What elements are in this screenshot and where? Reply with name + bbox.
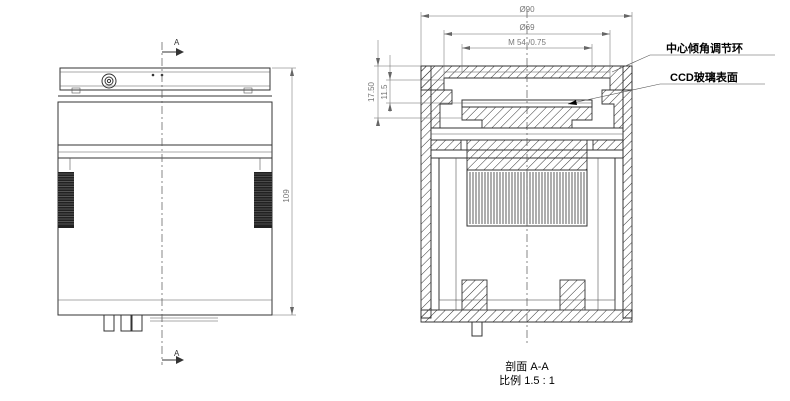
dim-11-5: 11.5 (380, 84, 389, 100)
callout-leader-1 (611, 54, 775, 73)
foot-right (559, 279, 586, 311)
section-caption: 剖面 A-A (505, 359, 549, 373)
section-mark-top: A (174, 38, 180, 47)
right-grip (254, 172, 272, 228)
section-connector (471, 321, 483, 337)
screw-dot (151, 73, 155, 77)
section-mark-bottom: A (174, 349, 180, 358)
dim-vertical-lines (374, 40, 462, 126)
dim-outer-diameter: Ø90 (519, 5, 535, 14)
scale-caption: 比例 1.5 : 1 (499, 373, 555, 387)
bottom-plate (420, 309, 633, 323)
dim-outer-diameter-line (420, 12, 633, 66)
section-view: Ø90 Ø69 M 54 /0.75 (367, 5, 775, 387)
dim-height: 109 (282, 189, 291, 203)
callout-ccd-glass: CCD玻璃表面 (670, 70, 738, 84)
callout-tilt-ring: 中心倾角调节环 (666, 41, 743, 55)
dim-inner-diameter-line (443, 30, 611, 78)
body-outline (57, 101, 273, 316)
dim-inner-diameter: Ø69 (519, 23, 535, 32)
side-view: A A 109 (57, 38, 296, 365)
dim-thread-line (461, 44, 593, 72)
outer-wall-left (420, 65, 432, 319)
height-dimension (272, 67, 296, 316)
outer-wall-right (622, 65, 633, 319)
top-plate (59, 67, 271, 91)
left-grip (58, 172, 74, 228)
tilt-adjust-ring (420, 65, 633, 91)
dim-thread: M 54 /0.75 (508, 38, 546, 47)
section-arrow-top (162, 48, 184, 56)
dim-17-50: 17.50 (367, 81, 376, 102)
port-circle (101, 73, 117, 89)
callout-leader-2 (567, 83, 765, 105)
foot-left (461, 279, 488, 311)
bottom-connectors (103, 314, 218, 332)
section-arrow-bottom (162, 356, 184, 364)
